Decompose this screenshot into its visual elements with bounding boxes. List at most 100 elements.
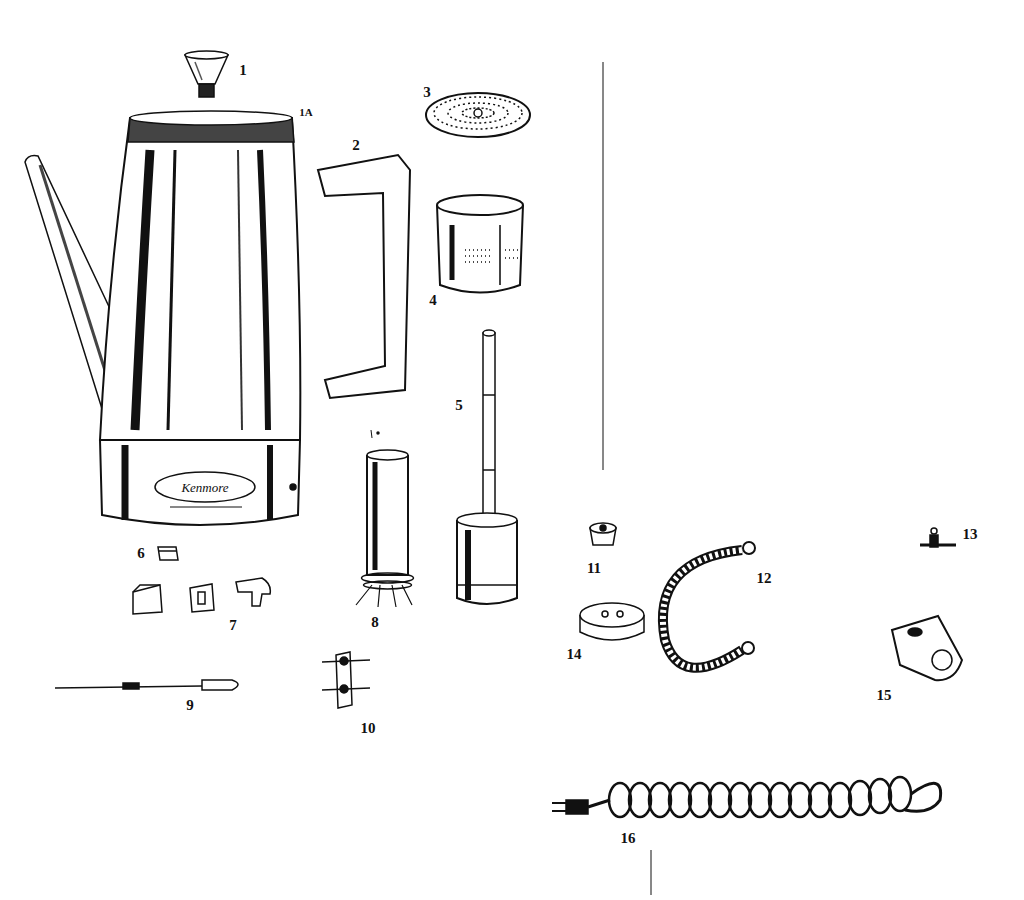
coffee-basket <box>505 249 518 251</box>
small-part <box>158 550 176 552</box>
power-cord <box>609 783 631 817</box>
screw-part <box>931 528 937 534</box>
percolator-body <box>155 472 255 502</box>
braided-strap <box>663 542 755 668</box>
power-cord <box>552 810 566 812</box>
power-cord <box>869 779 891 813</box>
basket-lid <box>426 93 530 137</box>
pump-tube <box>457 520 517 604</box>
power-cord <box>905 783 941 811</box>
terminal-pins <box>340 657 348 665</box>
screw-part <box>930 535 938 547</box>
power-cord <box>588 800 610 807</box>
small-part <box>158 547 178 560</box>
percolator-body <box>100 111 300 525</box>
heating-element <box>356 432 414 607</box>
coffee-basket <box>465 249 490 251</box>
switch-parts <box>236 578 270 606</box>
callout-number: 14 <box>567 647 582 662</box>
ceramic-disc <box>580 603 644 627</box>
coffee-basket <box>465 255 490 257</box>
power-cord <box>609 777 911 817</box>
leader-line <box>651 850 652 895</box>
switch-parts <box>133 578 270 614</box>
percolator-body <box>168 150 175 430</box>
power-cord <box>809 783 831 817</box>
braided-strap <box>742 642 754 654</box>
thermostat-rod <box>55 680 238 690</box>
heating-element <box>373 462 378 570</box>
ceramic-disc <box>617 611 623 617</box>
mounting-bracket <box>932 650 952 670</box>
callout-number: 1A <box>299 107 312 118</box>
pump-tube <box>483 330 495 336</box>
thermostat-rod <box>202 680 238 690</box>
callout-number: 2 <box>352 138 360 153</box>
basket-lid <box>448 103 508 123</box>
mounting-bracket <box>892 616 962 680</box>
coffee-basket <box>437 195 523 293</box>
coffee-basket <box>505 257 518 259</box>
power-cord <box>729 783 751 817</box>
pump-tube <box>465 530 471 600</box>
pump-tube <box>483 333 495 519</box>
callout-number: 13 <box>963 527 978 542</box>
ceramic-disc <box>580 603 644 640</box>
handle <box>318 155 410 398</box>
basket-lid <box>434 97 522 129</box>
percolator-body <box>238 150 242 430</box>
switch-parts <box>198 592 205 604</box>
power-cord <box>552 802 566 804</box>
callout-number: 15 <box>877 688 892 703</box>
heating-element <box>367 450 408 460</box>
power-cord <box>669 783 691 817</box>
thermostat-rod <box>123 683 139 689</box>
braided-strap <box>663 550 742 668</box>
terminal-pins <box>340 685 348 693</box>
braided-strap <box>743 542 755 554</box>
power-cord <box>769 783 791 817</box>
heating-element <box>377 432 379 434</box>
coffee-basket <box>437 205 523 293</box>
percolator-body <box>135 150 150 430</box>
fitting <box>600 525 606 531</box>
handle <box>318 155 410 398</box>
callout-number: 16 <box>621 831 636 846</box>
switch-parts <box>190 584 214 612</box>
mounting-bracket <box>908 628 922 636</box>
logo-text: Kenmore <box>181 481 228 494</box>
percolator-body <box>170 507 242 508</box>
power-cord <box>629 783 651 817</box>
pump-tube <box>457 330 517 604</box>
callout-number: 3 <box>423 85 431 100</box>
glass-knob <box>185 51 228 59</box>
pump-tube <box>457 513 517 527</box>
callout-number: 6 <box>137 546 145 561</box>
glass-knob <box>199 84 214 97</box>
power-cord <box>709 783 731 817</box>
pump-tube <box>483 469 495 471</box>
callout-number: 1 <box>239 63 247 78</box>
percolator-body <box>100 440 300 525</box>
power-cord <box>552 777 941 817</box>
percolator-body <box>290 484 296 490</box>
ceramic-disc <box>602 611 608 617</box>
pump-tube <box>483 394 495 396</box>
heating-element <box>367 455 408 575</box>
leader-line <box>603 62 604 470</box>
screw-part <box>920 528 956 547</box>
leader-line <box>371 62 651 895</box>
percolator-body <box>267 445 273 520</box>
glass-knob <box>195 62 202 80</box>
glass-knob <box>185 51 228 97</box>
basket-lid <box>462 108 494 118</box>
power-cord <box>829 783 851 817</box>
switch-parts <box>133 585 160 592</box>
braided-strap <box>663 550 742 668</box>
coffee-basket <box>465 261 490 263</box>
heating-element <box>364 581 412 589</box>
percolator-body <box>260 150 268 430</box>
small-part <box>158 547 178 560</box>
basket-lid <box>426 93 530 137</box>
fitting <box>590 523 616 545</box>
